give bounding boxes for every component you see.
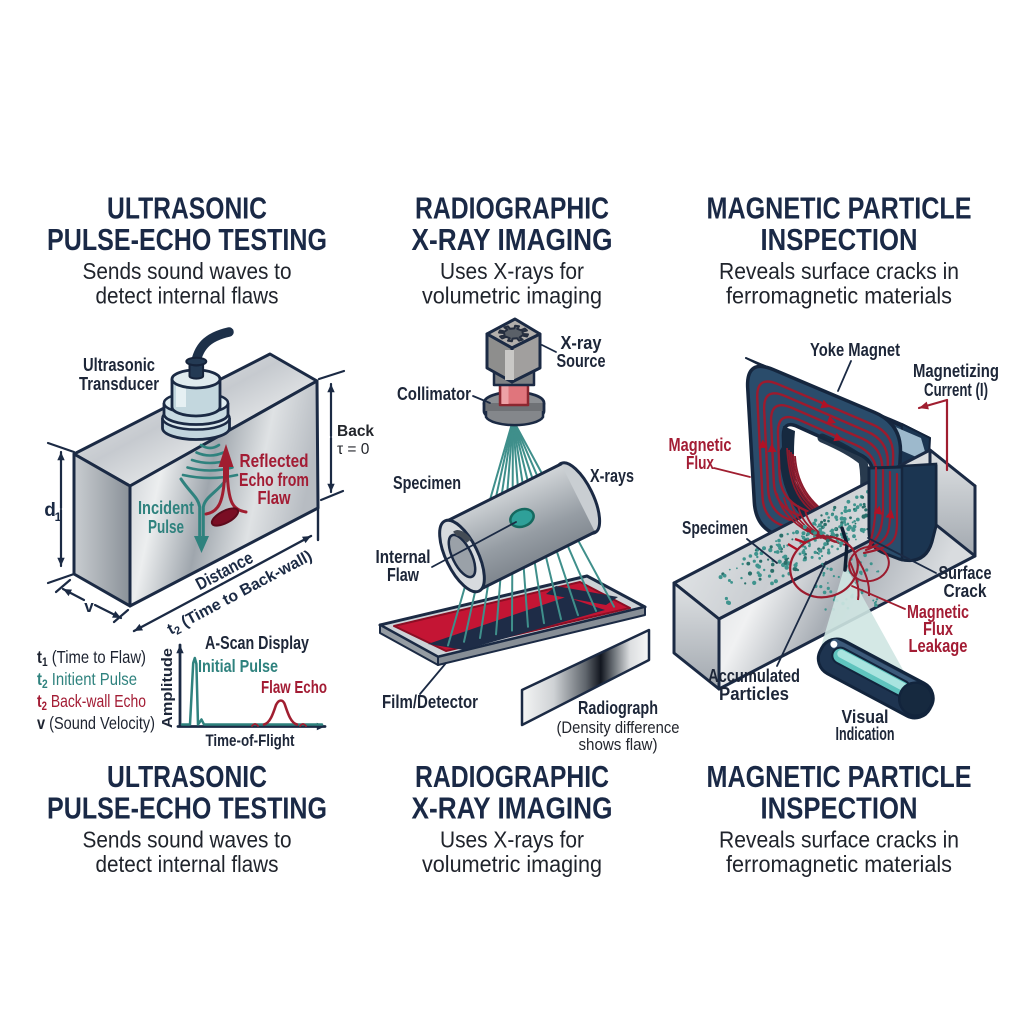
- svg-text:MAGNETIC PARTICLE: MAGNETIC PARTICLE: [707, 759, 972, 794]
- svg-text:INSPECTION: INSPECTION: [761, 791, 918, 826]
- svg-text:MAGNETIC PARTICLE: MAGNETIC PARTICLE: [707, 191, 972, 226]
- svg-text:PULSE-ECHO TESTING: PULSE-ECHO TESTING: [47, 222, 327, 257]
- svg-text:X-rays: X-rays: [590, 466, 634, 486]
- svg-text:Uses X-rays for: Uses X-rays for: [440, 827, 584, 853]
- svg-text:Particles: Particles: [719, 684, 789, 704]
- svg-text:Flaw: Flaw: [387, 565, 420, 585]
- svg-text:Initial Pulse: Initial Pulse: [198, 656, 278, 676]
- svg-text:Flaw Echo: Flaw Echo: [261, 677, 327, 697]
- svg-text:Flux: Flux: [923, 619, 953, 639]
- svg-text:t2 Initient Pulse: t2 Initient Pulse: [37, 669, 137, 691]
- svg-text:Time-of-Flight: Time-of-Flight: [206, 731, 295, 750]
- svg-text:Magnetizing: Magnetizing: [913, 361, 999, 381]
- svg-text:Transducer: Transducer: [79, 374, 159, 394]
- svg-text:Surface: Surface: [939, 563, 992, 583]
- svg-text:ULTRASONIC: ULTRASONIC: [107, 759, 267, 794]
- svg-text:volumetric imaging: volumetric imaging: [422, 283, 602, 309]
- svg-text:Magnetic: Magnetic: [907, 602, 969, 622]
- svg-text:Back: Back: [337, 423, 374, 440]
- svg-text:Indication: Indication: [836, 724, 895, 744]
- svg-text:ferromagnetic materials: ferromagnetic materials: [726, 851, 952, 877]
- svg-text:Crack: Crack: [944, 581, 988, 601]
- svg-text:detect internal flaws: detect internal flaws: [96, 283, 279, 309]
- svg-text:Specimen: Specimen: [393, 473, 461, 493]
- svg-text:t1 (Time to Flaw): t1 (Time to Flaw): [37, 647, 146, 669]
- svg-text:Visual: Visual: [842, 707, 889, 727]
- svg-text:Accumulated: Accumulated: [708, 666, 800, 686]
- svg-text:detect internal flaws: detect internal flaws: [96, 851, 279, 877]
- svg-text:d: d: [44, 500, 56, 521]
- svg-text:Current (I): Current (I): [924, 380, 988, 400]
- svg-text:PULSE-ECHO TESTING: PULSE-ECHO TESTING: [47, 791, 327, 826]
- svg-text:Source: Source: [557, 351, 606, 371]
- svg-text:Uses X-rays for: Uses X-rays for: [440, 258, 584, 284]
- svg-text:Magnetic: Magnetic: [669, 435, 732, 455]
- svg-text:A-Scan Display: A-Scan Display: [205, 632, 310, 653]
- svg-text:t2 Back-wall Echo: t2 Back-wall Echo: [37, 691, 146, 713]
- svg-text:ferromagnetic materials: ferromagnetic materials: [726, 283, 952, 309]
- svg-text:Specimen: Specimen: [682, 518, 748, 538]
- svg-text:X-RAY IMAGING: X-RAY IMAGING: [412, 791, 613, 826]
- svg-text:RADIOGRAPHIC: RADIOGRAPHIC: [415, 191, 609, 226]
- svg-text:Reveals surface cracks in: Reveals surface cracks in: [719, 258, 959, 284]
- svg-text:Sends sound waves to: Sends sound waves to: [83, 258, 292, 284]
- svg-text:v: v: [84, 597, 94, 616]
- svg-text:1: 1: [55, 510, 62, 524]
- svg-text:Reflected: Reflected: [240, 450, 309, 471]
- svg-text:Ultrasonic: Ultrasonic: [83, 355, 155, 375]
- svg-text:Echo from: Echo from: [239, 469, 309, 490]
- svg-text:Collimator: Collimator: [397, 384, 471, 404]
- svg-text:X-ray: X-ray: [561, 333, 602, 353]
- svg-text:Flaw: Flaw: [258, 487, 291, 508]
- svg-text:v (Sound Velocity): v (Sound Velocity): [37, 713, 155, 733]
- svg-text:Sends sound waves to: Sends sound waves to: [83, 827, 292, 853]
- svg-text:Reveals surface cracks in: Reveals surface cracks in: [719, 827, 959, 853]
- svg-text:Flux: Flux: [686, 453, 714, 473]
- svg-text:RADIOGRAPHIC: RADIOGRAPHIC: [415, 759, 609, 794]
- svg-text:Amplitude: Amplitude: [160, 648, 176, 728]
- svg-text:X-RAY IMAGING: X-RAY IMAGING: [412, 222, 613, 257]
- svg-text:Internal: Internal: [376, 547, 431, 567]
- svg-text:shows flaw): shows flaw): [579, 735, 658, 754]
- svg-text:volumetric imaging: volumetric imaging: [422, 851, 602, 877]
- svg-text:Film/Detector: Film/Detector: [382, 692, 478, 712]
- svg-text:Leakage: Leakage: [909, 636, 968, 656]
- svg-text:Incident: Incident: [138, 497, 194, 518]
- svg-text:τ = 0: τ = 0: [337, 441, 370, 458]
- svg-text:Yoke Magnet: Yoke Magnet: [810, 340, 900, 360]
- svg-text:(Density difference: (Density difference: [557, 718, 680, 737]
- svg-text:ULTRASONIC: ULTRASONIC: [107, 191, 267, 226]
- svg-text:INSPECTION: INSPECTION: [761, 222, 918, 257]
- svg-text:Pulse: Pulse: [148, 516, 184, 537]
- svg-text:Radiograph: Radiograph: [578, 698, 658, 718]
